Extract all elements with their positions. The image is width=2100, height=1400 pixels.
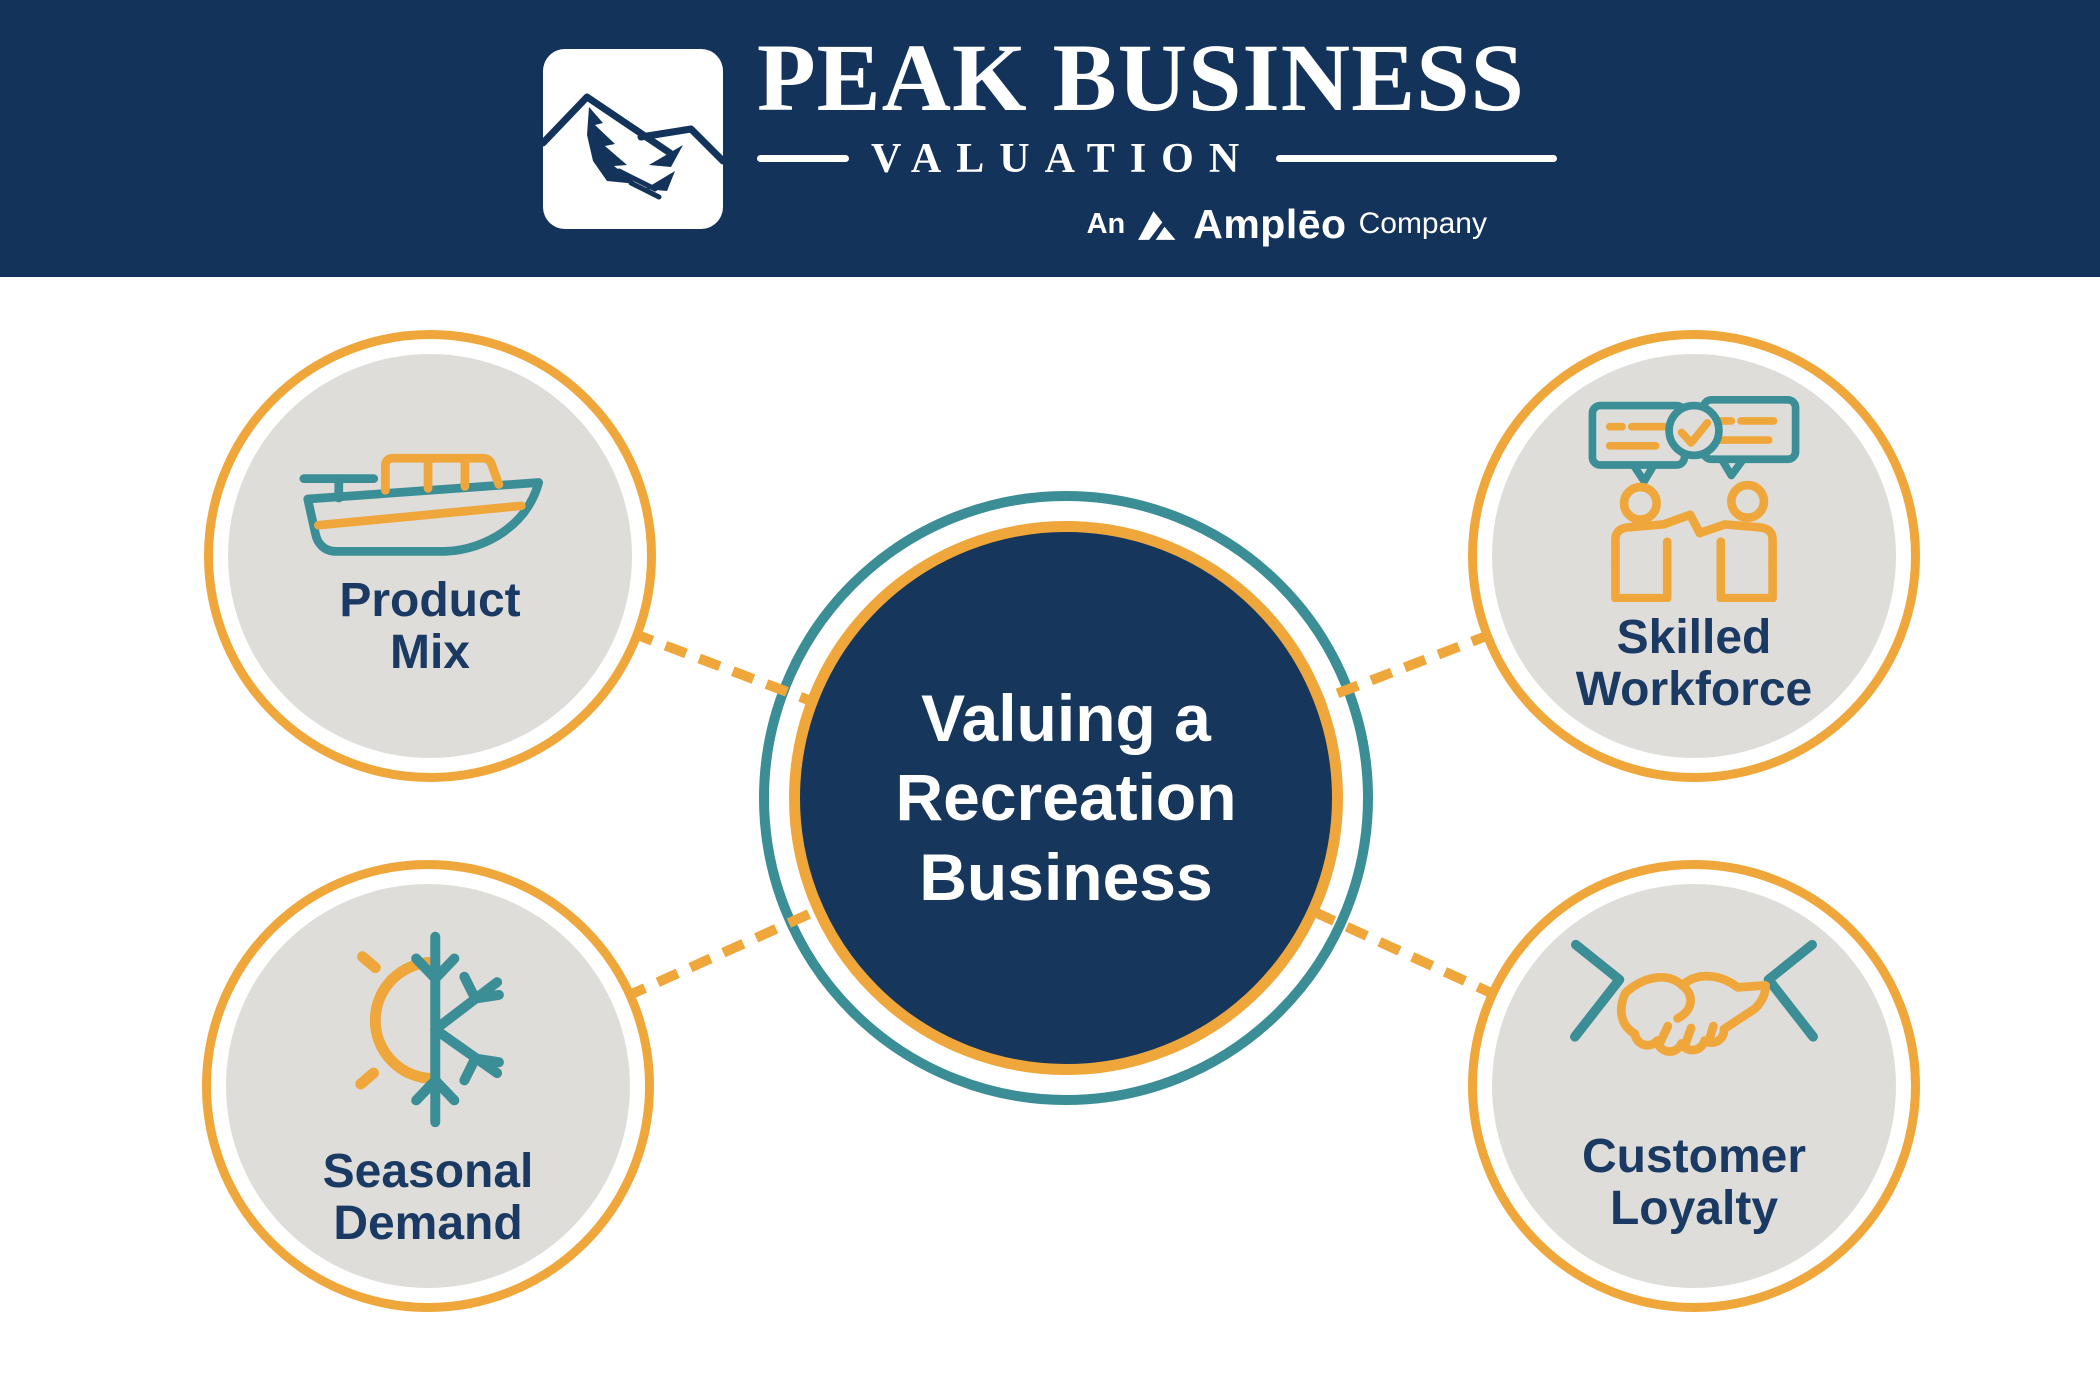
tagline-suffix: Company [1358,207,1487,241]
node-seasonal-demand: Seasonal Demand [202,860,654,1312]
node-customer-loyalty: Customer Loyalty [1468,860,1920,1312]
node-product-mix-inner: Product Mix [228,354,632,758]
header-banner: PEAK BUSINESS VALUATION An Amplēo [0,0,2100,277]
hub-title-line2: Recreation [895,760,1237,835]
right-rule [1276,155,1557,163]
brand-lockup: PEAK BUSINESS VALUATION An Amplēo [543,29,1557,248]
brand-subtitle: VALUATION [871,135,1255,182]
tagline-brand: Amplēo [1193,200,1347,247]
brand-subtitle-row: VALUATION [757,135,1557,183]
peak-logo [543,48,723,229]
hub-circle: Valuing a Recreation Business [789,521,1343,1075]
sun-snowflake-icon [355,931,504,1128]
boat-icon [299,453,544,556]
node-seasonal-demand-label: Seasonal Demand [322,1145,534,1250]
node-skilled-workforce-label: Skilled Workforce [1575,611,1813,716]
node-customer-loyalty-label: Customer Loyalty [1581,1130,1807,1235]
conversation-check-icon [1588,396,1800,603]
node-product-mix: Product Mix [204,330,656,782]
brand-name: PEAK BUSINESS [757,24,1525,132]
brand-text: PEAK BUSINESS VALUATION An Amplēo [757,29,1557,248]
hub-title-line3: Business [919,839,1213,914]
hub-spoke-diagram: Valuing a Recreation Business [0,277,2100,1400]
left-rule [757,155,849,163]
ampleo-mountain-icon [1138,211,1176,240]
tagline-prefix: An [1086,207,1126,240]
ampleo-tagline: An Amplēo Company [1087,201,1487,248]
hub-title-line1: Valuing a [921,681,1211,756]
node-product-mix-label: Product Mix [339,573,521,679]
node-customer-loyalty-inner: Customer Loyalty [1492,884,1896,1288]
node-seasonal-demand-inner: Seasonal Demand [226,884,630,1288]
mountain-icon [543,93,723,199]
node-skilled-workforce: Skilled Workforce [1468,330,1920,782]
node-skilled-workforce-inner: Skilled Workforce [1492,354,1896,758]
handshake-icon [1570,940,1818,1057]
